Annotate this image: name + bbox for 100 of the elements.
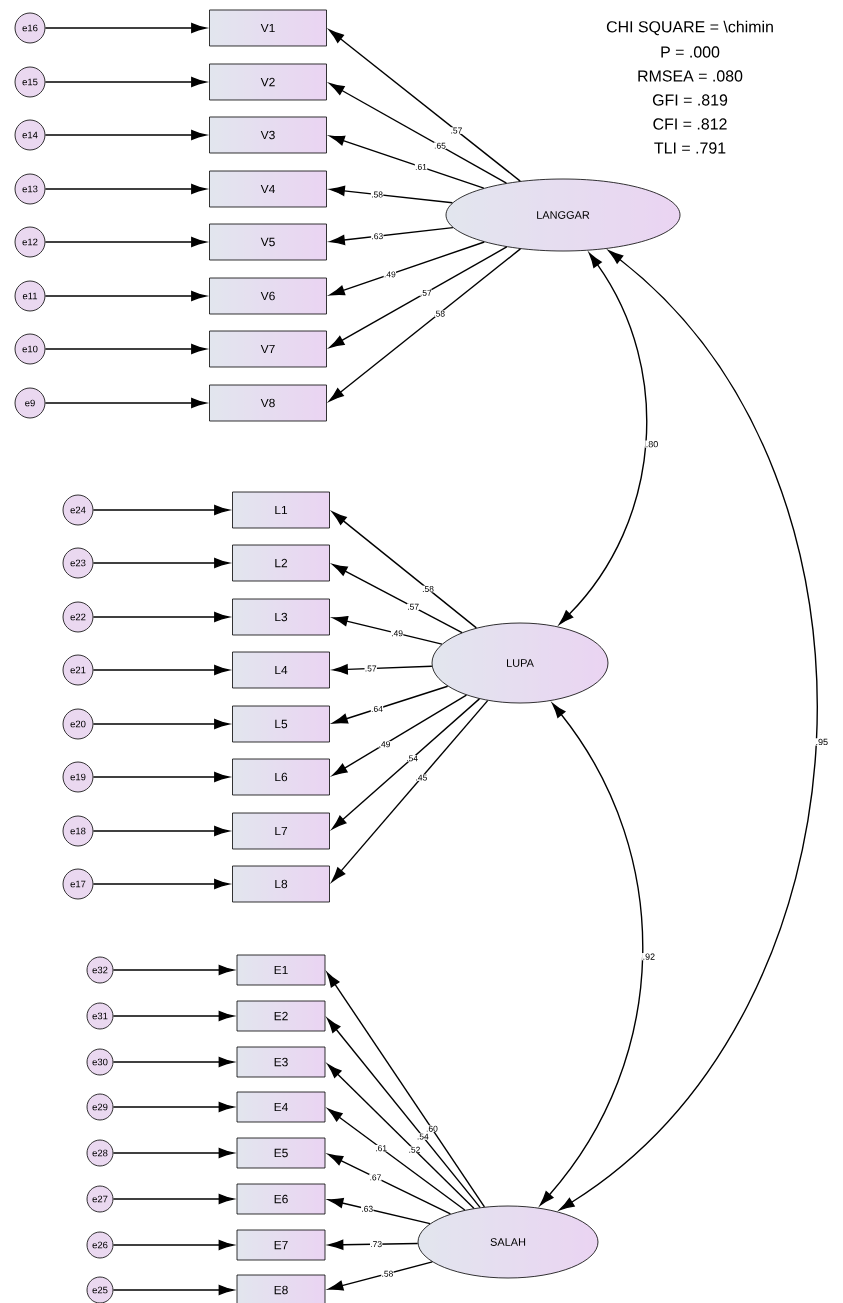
fit-statistic: CHI SQUARE = \chimin — [606, 20, 773, 36]
arrow — [332, 694, 468, 776]
indicator-box: E5 — [236, 1137, 326, 1169]
arrow — [328, 248, 522, 402]
fit-statistic: CFI = .812 — [653, 118, 727, 130]
arrow — [92, 718, 230, 730]
arrow — [332, 664, 433, 675]
fit-statistic: GFI = .819 — [652, 94, 728, 106]
edge-label: .63 — [371, 232, 384, 240]
indicator-box: L3 — [232, 598, 330, 636]
edge-label: .64 — [370, 705, 384, 713]
indicator-box: E8 — [236, 1274, 326, 1303]
indicator-box: V4 — [209, 170, 327, 208]
edge-label: .52 — [408, 1146, 421, 1154]
arrow — [112, 1284, 234, 1296]
edge-label: .57 — [419, 289, 432, 297]
indicator-box: L8 — [232, 865, 330, 903]
arrow — [327, 1153, 452, 1215]
arrow — [331, 698, 481, 830]
arrow — [559, 252, 648, 625]
arrow — [332, 563, 463, 634]
edge-label: .54 — [416, 1133, 429, 1140]
indicator-box: V8 — [209, 384, 327, 422]
edge-label: .60 — [425, 1125, 439, 1132]
arrow — [331, 699, 489, 883]
edge-label: .67 — [369, 1174, 382, 1181]
fit-statistic: RMSEA = .080 — [638, 70, 743, 82]
indicator-box: L5 — [232, 705, 330, 743]
indicator-box: L7 — [232, 812, 330, 850]
arrow — [112, 1101, 234, 1113]
indicator-box: L4 — [232, 651, 330, 689]
edge-label: .58 — [432, 310, 446, 317]
arrow — [92, 504, 230, 516]
indicator-box: V5 — [209, 223, 327, 261]
arrow — [92, 771, 230, 783]
indicator-box: E6 — [236, 1183, 326, 1215]
arrow — [326, 972, 486, 1208]
arrow — [326, 1018, 481, 1209]
edge-label: .57 — [450, 127, 463, 134]
arrow — [112, 1147, 234, 1159]
arrow — [44, 236, 207, 248]
edge-label: .58 — [421, 585, 435, 593]
arrow — [329, 135, 485, 189]
arrow — [332, 616, 443, 645]
arrow — [328, 1239, 419, 1250]
arrow — [44, 343, 207, 355]
arrow — [44, 397, 207, 409]
arrow — [44, 22, 207, 34]
indicator-box: V2 — [209, 63, 327, 101]
arrow — [332, 685, 449, 724]
arrow — [92, 664, 230, 676]
indicator-box: L6 — [232, 758, 330, 796]
edge-label: .65 — [433, 142, 447, 149]
edge-label: .73 — [369, 1240, 383, 1248]
arrow — [331, 511, 478, 629]
edge-label: .58 — [381, 1270, 394, 1277]
indicator-box: E2 — [236, 1000, 326, 1032]
indicator-box: L1 — [232, 491, 330, 529]
arrow — [92, 611, 230, 623]
arrow — [44, 76, 207, 88]
indicator-box: E3 — [236, 1046, 326, 1078]
arrow — [92, 557, 230, 569]
edge-label: .45 — [415, 774, 428, 781]
edge-label: .49 — [383, 271, 397, 278]
arrow — [539, 702, 644, 1206]
arrow — [112, 1010, 234, 1022]
indicator-box: E4 — [236, 1091, 326, 1123]
arrow — [328, 29, 521, 182]
arrow — [44, 290, 207, 302]
indicator-box: V1 — [209, 9, 327, 47]
arrow — [112, 1239, 234, 1251]
arrow — [92, 878, 230, 890]
arrow — [329, 83, 508, 184]
edge-label: .57 — [364, 665, 377, 672]
arrow — [327, 1063, 475, 1209]
arrow — [329, 226, 454, 246]
indicator-box: E1 — [236, 954, 326, 986]
arrow — [112, 1056, 234, 1068]
indicator-box: E7 — [236, 1229, 326, 1261]
arrow — [328, 1198, 431, 1225]
edge-label: .49 — [378, 740, 391, 748]
indicator-box: L2 — [232, 544, 330, 582]
edge-label: .95 — [815, 738, 829, 746]
arrow — [327, 1108, 466, 1211]
fit-statistic: TLI = .791 — [654, 142, 726, 154]
arrow — [92, 825, 230, 837]
edge-label: .54 — [405, 755, 419, 762]
edge-label: .61 — [414, 163, 428, 171]
arrow — [329, 246, 508, 348]
indicator-box: V7 — [209, 330, 327, 368]
arrow — [329, 241, 485, 296]
arrow — [112, 964, 234, 976]
edge-label: .92 — [642, 953, 656, 961]
edge-label: .61 — [374, 1144, 388, 1152]
edge-label: .80 — [645, 440, 659, 448]
edge-label: .49 — [390, 629, 404, 637]
arrow — [112, 1193, 234, 1205]
indicator-box: V6 — [209, 277, 327, 315]
edge-label: .58 — [370, 191, 384, 198]
edge-label: .63 — [361, 1205, 374, 1213]
